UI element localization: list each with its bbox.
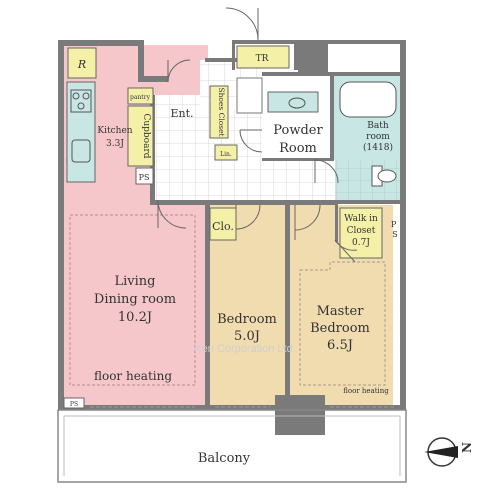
ps-kitchen-label: PS [139, 173, 150, 182]
master-label-2: Bedroom [310, 321, 370, 336]
powder-label-2: Room [279, 141, 317, 156]
north-label: N [460, 442, 474, 453]
ps-right-label: P S [391, 220, 399, 239]
toilet-icon [371, 165, 397, 187]
bath-size: (1418) [363, 142, 393, 153]
master-size: 6.5J [327, 338, 353, 353]
shoes-closet-box [209, 85, 229, 139]
kitchen-size: 3.3J [106, 139, 124, 149]
ps-kitchen-box [135, 167, 154, 185]
sink-icon [71, 139, 91, 163]
powder-sink-counter [267, 91, 319, 113]
labels: R Kitchen 3.3J pantry Cupboard PS Living… [70, 54, 399, 466]
closet-label: Clo. [212, 220, 234, 233]
watermark: Ken Corporation Ltd. [194, 343, 296, 355]
master-floor-heating-area [299, 261, 386, 386]
balcony-floor [60, 412, 405, 482]
bathtub-icon [339, 81, 397, 118]
ps-balcony-label: PS [70, 401, 78, 408]
ps-right-p: P [391, 220, 397, 229]
shower-box [236, 77, 263, 114]
ps-balcony-box [63, 397, 85, 409]
linen-box [214, 144, 238, 161]
washbasin-icon [288, 97, 306, 109]
linen-label: Lin. [220, 151, 232, 158]
master-heating-label: floor heating [343, 387, 389, 395]
cupboard-box [127, 105, 154, 167]
shoes-closet-label: Shoes Closet [217, 87, 226, 136]
stove-icon [70, 89, 92, 113]
trunk-room-label: TR [256, 54, 269, 64]
walkin-label-2: Closet [347, 226, 376, 236]
walkin-label-1: Walk in [344, 214, 378, 224]
door-swings [157, 7, 358, 263]
balcony-outline [57, 409, 407, 483]
bedroom-size: 5.0J [234, 329, 260, 344]
refrigerator-space [67, 47, 97, 79]
living-heating-label: floor heating [94, 369, 172, 383]
living-floor-heating-area [69, 214, 196, 386]
bedroom-label: Bedroom [217, 312, 277, 327]
entrance-label: Ent. [170, 107, 193, 120]
trunk-room-box [236, 45, 290, 69]
kitchen-label: Kitchen [97, 126, 132, 136]
walkin-size: 0.7J [352, 238, 370, 248]
living-size: 10.2J [118, 310, 152, 325]
powder-label-1: Powder [273, 123, 323, 138]
balcony-label: Balcony [198, 451, 251, 466]
north-arrow-icon: N [424, 437, 474, 467]
pantry-label: pantry [130, 94, 151, 101]
powder-room-floor [262, 75, 334, 160]
ps-right-s: S [392, 230, 397, 239]
bath-label-1: Bath [367, 121, 389, 131]
bath-label-2: room [366, 132, 390, 142]
cupboard-label: Cupboard [141, 113, 151, 158]
refrigerator-label: R [77, 58, 86, 71]
pantry-box [127, 87, 154, 105]
kitchen-counter [66, 81, 96, 183]
master-label-1: Master [317, 304, 365, 319]
living-label-2: Dining room [94, 292, 176, 307]
living-label-1: Living [115, 274, 156, 289]
